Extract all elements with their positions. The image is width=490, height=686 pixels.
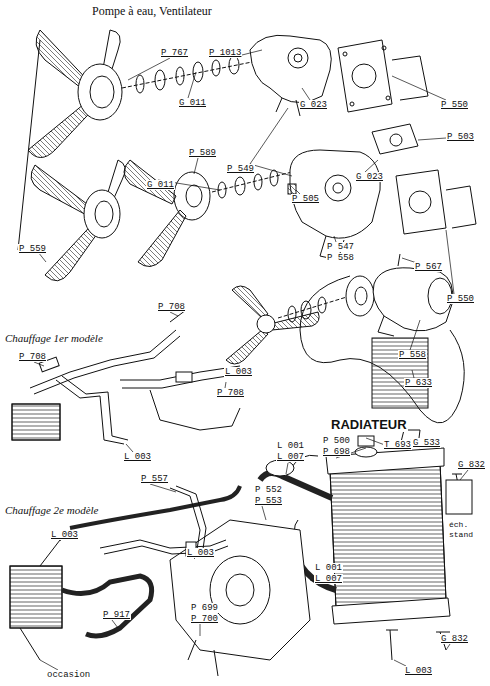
callout-number: P 708 xyxy=(157,302,186,312)
callout-number: L 007 xyxy=(276,452,305,462)
callout-number: G 533 xyxy=(412,438,441,448)
callout-number: L 003 xyxy=(404,666,433,676)
callout-number: P 708 xyxy=(18,352,47,362)
callout-number: G 832 xyxy=(457,460,486,470)
section-heading: Chauffage 2e modèle xyxy=(4,504,99,516)
callout-number: P 547 xyxy=(326,242,355,252)
callout-number: G 832 xyxy=(440,634,469,644)
callout-number: G 011 xyxy=(146,180,175,190)
callout-number: P 708 xyxy=(216,388,245,398)
callout-number: P 1013 xyxy=(208,48,242,58)
callout-number: éch. stand xyxy=(448,520,484,540)
callout-number: L 003 xyxy=(224,367,253,377)
section-heading: RADIATEUR xyxy=(330,418,408,432)
callout-number: P 552 xyxy=(254,485,283,495)
callout-number: P 550 xyxy=(440,100,469,110)
callout-number: L 001 xyxy=(276,441,305,451)
callout-number: P 589 xyxy=(188,148,217,158)
callout-number: P 553 xyxy=(254,496,283,506)
callout-number: P 767 xyxy=(160,48,189,58)
callout-number: P 633 xyxy=(404,378,433,388)
callout-number: P 558 xyxy=(326,253,355,263)
callout-number: P 500 xyxy=(322,436,351,446)
callout-number: L 001 xyxy=(314,563,343,573)
callout-number: P 698 xyxy=(322,447,351,457)
section-heading: Chauffage 1er modèle xyxy=(4,332,104,344)
callout-number: L 003 xyxy=(123,452,152,462)
callout-number: L 003 xyxy=(50,530,79,540)
page-title: Pompe à eau, Ventilateur xyxy=(90,4,214,18)
callout-number: L 007 xyxy=(314,574,343,584)
callout-number: P 699 xyxy=(190,603,219,613)
callout-number: P 700 xyxy=(190,614,219,624)
callout-number: P 567 xyxy=(414,262,443,272)
callout-number: occasion xyxy=(46,670,91,680)
callout-number: P 559 xyxy=(18,244,47,254)
callout-number: P 503 xyxy=(446,132,475,142)
callout-number: L 003 xyxy=(186,548,215,558)
callout-number: P 558 xyxy=(398,350,427,360)
callout-number: P 917 xyxy=(102,610,131,620)
callout-number: G 023 xyxy=(299,100,328,110)
callout-number: T 693 xyxy=(383,440,412,450)
callout-number: G 011 xyxy=(178,98,207,108)
callout-number: P 505 xyxy=(291,194,320,204)
callout-number: P 557 xyxy=(140,474,169,484)
callout-number: G 023 xyxy=(355,172,384,182)
callout-number: P 549 xyxy=(226,164,255,174)
callout-number: P 550 xyxy=(446,294,475,304)
